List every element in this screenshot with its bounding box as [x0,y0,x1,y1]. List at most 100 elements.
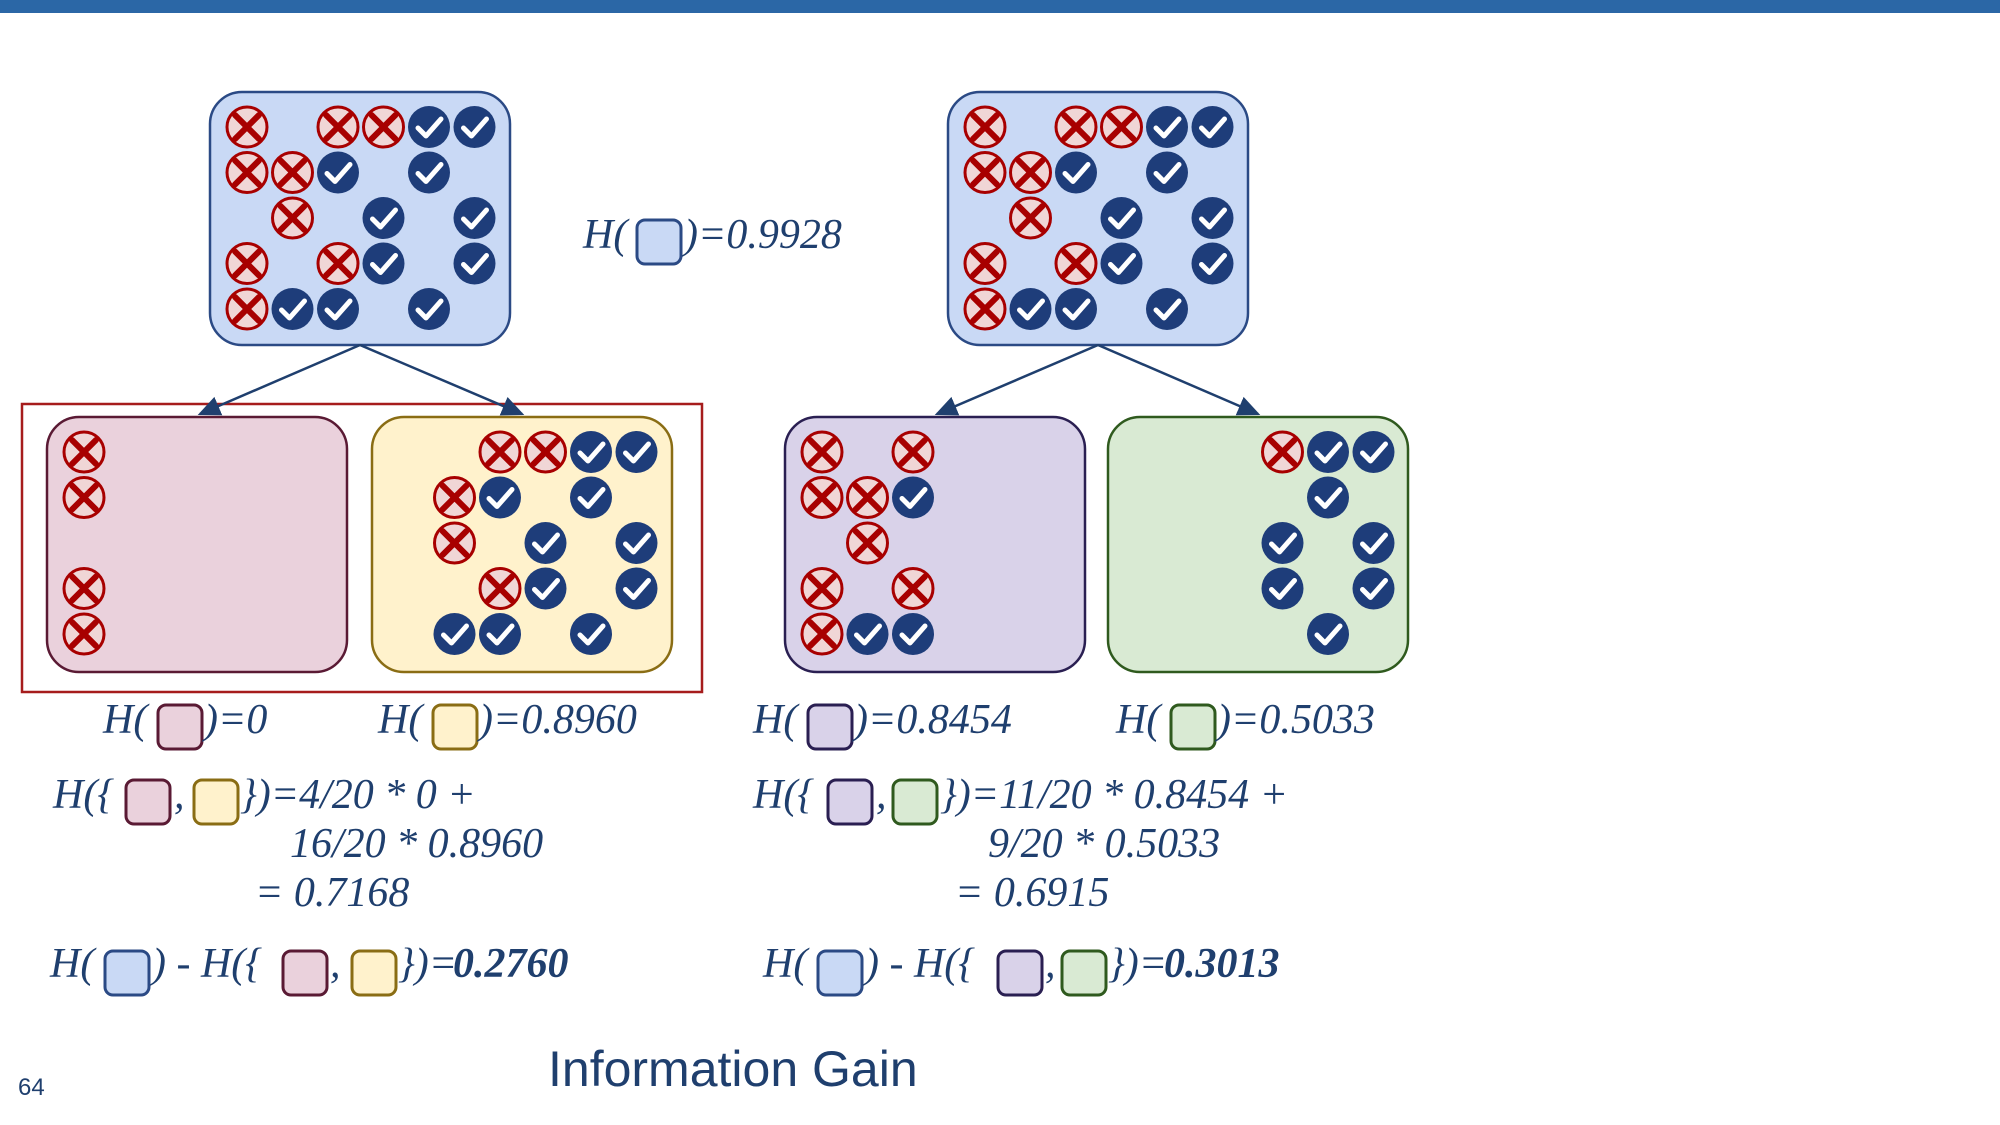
check-circle-icon [524,567,567,610]
cross-circle-icon [1054,242,1098,285]
right-gain-sep: , [1045,941,1056,987]
cross-circle-icon [62,612,106,656]
check-circle-icon [433,613,476,655]
cross-circle-icon [62,567,106,610]
right-weighted-sep: , [876,772,887,818]
check-circle-icon [1100,242,1143,285]
check-circle-icon [1191,106,1234,148]
cross-circle-icon [846,476,889,519]
cross-circle-icon [963,287,1007,331]
h-purple-value: )=0.8454 [852,697,1012,743]
h-root-prefix: H( [582,212,630,258]
check-circle-icon [846,613,889,655]
yellow-node-icons [433,430,658,655]
arrow-left-root-to-yellow [359,343,525,416]
swatch-purple-1 [806,703,854,751]
h-pink-value: )=0 [202,697,267,743]
right-gain-value: 0.3013 [1164,941,1280,987]
cross-circle-icon [1100,105,1143,149]
swatch-yellow-2 [192,778,240,826]
check-circle-icon [1261,567,1304,610]
cross-circle-icon [1009,151,1052,194]
check-circle-icon [408,288,450,330]
cross-circle-icon [800,567,844,610]
cross-circle-icon [433,476,476,519]
cross-circle-icon [524,430,567,474]
cross-circle-icon [963,242,1007,285]
swatch-yellow-gain [350,949,398,997]
check-circle-icon [362,242,405,285]
check-circle-icon [1191,242,1234,285]
right-weighted-suffix: })=11/20 * 0.8454 + [940,772,1288,818]
cross-circle-icon [891,430,935,474]
h-yellow-value: )=0.8960 [477,697,637,743]
cross-circle-icon [891,567,935,610]
left-weighted-prefix: H({ [52,772,114,818]
check-circle-icon [892,613,934,655]
swatch-pink-2 [124,778,172,826]
cross-circle-icon [316,242,360,285]
left-weighted-line2: 16/20 * 0.8960 [290,821,543,867]
check-circle-icon [362,197,405,239]
cross-circle-icon [362,105,405,149]
cross-circle-icon [800,476,844,519]
check-circle-icon [570,476,612,519]
swatch-blue-gain-left [103,949,151,997]
left-gain-value: 0.2760 [453,941,569,987]
left-gain-suffix: })= [398,941,457,987]
check-circle-icon [1055,151,1097,194]
selected-split-highlight [20,402,704,694]
check-circle-icon [1100,197,1143,239]
left-weighted-line3: = 0.7168 [255,870,409,916]
arrow-left-root-to-pink [197,343,361,416]
right-root-icons [963,105,1234,331]
check-circle-icon [570,431,612,473]
right-weighted-prefix: H({ [752,772,814,818]
cross-circle-icon [62,430,106,474]
green-node-icons [1261,430,1395,655]
check-circle-icon [317,151,359,194]
check-circle-icon [1009,288,1052,330]
cross-circle-icon [800,612,844,656]
check-circle-icon [524,522,567,564]
h-green-value: )=0.5033 [1215,697,1375,743]
check-circle-icon [1191,197,1234,239]
cross-circle-icon [963,105,1007,149]
check-circle-icon [1307,476,1349,519]
check-circle-icon [1146,288,1188,330]
header-bar [0,0,2000,13]
check-circle-icon [615,431,658,473]
cross-circle-icon [225,151,269,194]
cross-circle-icon [225,242,269,285]
cross-circle-icon [846,521,889,565]
check-circle-icon [479,476,521,519]
swatch-blue-gain-right [816,949,864,997]
check-circle-icon [1146,151,1188,194]
check-circle-icon [1352,567,1395,610]
right-gain-suffix: })= [1108,941,1167,987]
check-circle-icon [453,106,496,148]
pink-node-icons [62,430,106,656]
left-weighted-suffix: })=4/20 * 0 + [240,772,476,818]
swatch-root-blue [635,218,683,266]
cross-circle-icon [1009,196,1052,240]
right-gain-prefix: H( [762,941,810,987]
cross-circle-icon [800,430,844,474]
cross-circle-icon [316,105,360,149]
cross-circle-icon [225,287,269,331]
h-purple-prefix: H( [752,697,800,743]
cross-circle-icon [225,105,269,149]
check-circle-icon [1261,522,1304,564]
swatch-pink-gain [281,949,329,997]
cross-circle-icon [1054,105,1098,149]
check-circle-icon [453,197,496,239]
check-circle-icon [479,613,521,655]
swatch-pink-1 [156,703,204,751]
check-circle-icon [1352,522,1395,564]
left-gain-sep: , [330,941,341,987]
cross-circle-icon [271,151,314,194]
slide-title: Information Gain [548,1041,918,1097]
check-circle-icon [570,613,612,655]
cross-circle-icon [963,151,1007,194]
check-circle-icon [615,522,658,564]
